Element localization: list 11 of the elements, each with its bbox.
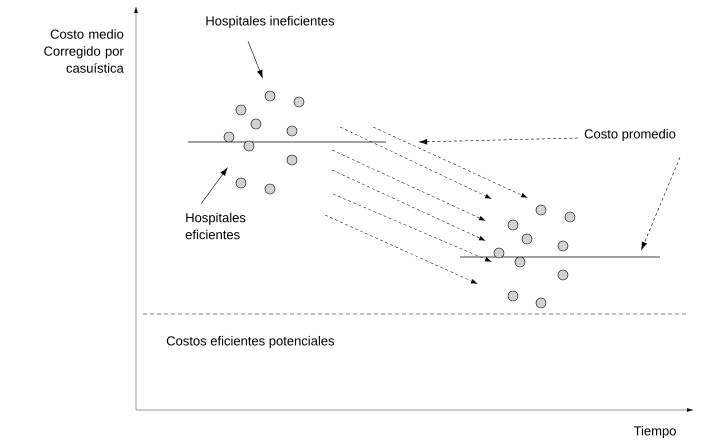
callout-text: Hospitales eficientes bbox=[186, 212, 246, 240]
axis-label: Tiempo bbox=[634, 426, 676, 438]
average-line bbox=[460, 256, 660, 258]
callout-text: Hospitales ineficientes bbox=[206, 16, 334, 28]
axis-label: Costo medio Corregido por casuística bbox=[44, 29, 124, 73]
leader-line bbox=[641, 156, 680, 250]
leader-line bbox=[200, 168, 228, 204]
line-label: Costos eficientes potenciales bbox=[166, 336, 334, 348]
leader-line bbox=[419, 138, 578, 145]
leader-line bbox=[248, 40, 263, 78]
callout-text: Costo promedio bbox=[584, 128, 676, 142]
